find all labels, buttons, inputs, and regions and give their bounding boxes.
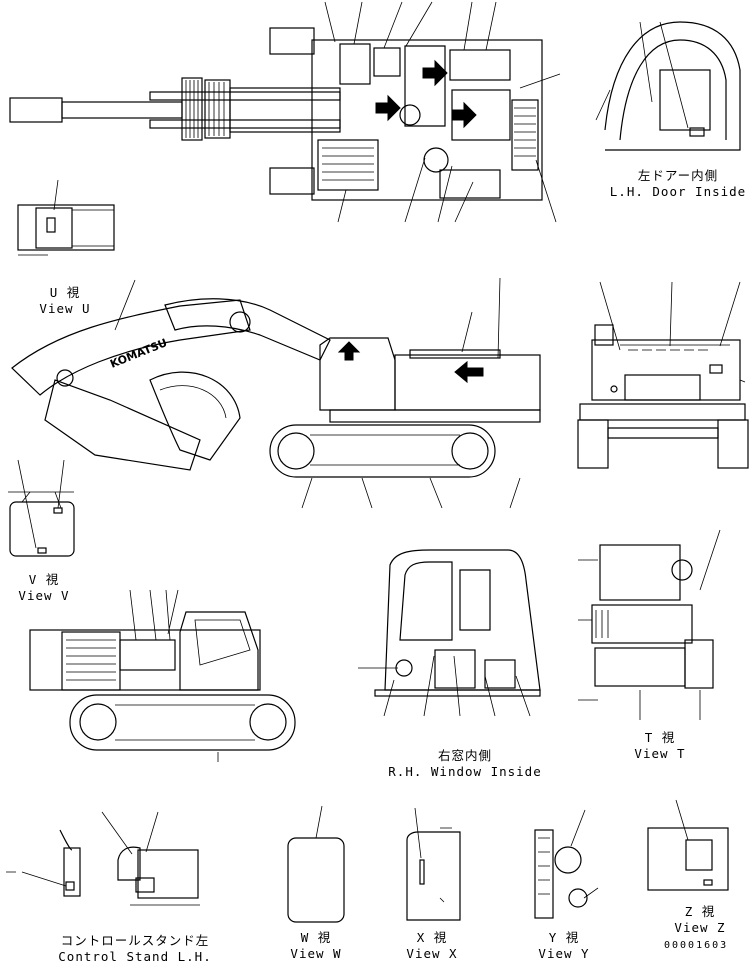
caption-view-u-jp: U 視 xyxy=(49,285,81,300)
view-w-detail xyxy=(287,805,345,923)
caption-control-stand-en: Control Stand L.H. xyxy=(58,949,212,964)
caption-rh-window-jp: 右窓内側 xyxy=(437,748,492,763)
side-view-machine: KOMATSU xyxy=(11,277,741,509)
caption-view-z: Z 視 View Z xyxy=(660,904,740,936)
caption-lh-door-en: L.H. Door Inside xyxy=(609,184,747,199)
rh-window-inside xyxy=(358,549,541,717)
caption-view-u: U 視 View U xyxy=(20,285,110,317)
top-view-machine xyxy=(9,1,561,223)
caption-lh-door-jp: 左ドアー内側 xyxy=(637,168,719,183)
caption-view-z-en: View Z xyxy=(674,920,726,935)
left-side-view-machine xyxy=(29,589,296,762)
caption-control-stand-jp: コントロールスタンド左 xyxy=(60,933,210,948)
caption-view-z-jp: Z 視 xyxy=(684,904,716,919)
caption-view-t: T 視 View T xyxy=(615,730,705,762)
caption-view-w-en: View W xyxy=(290,946,342,961)
caption-lh-door: 左ドアー内側 L.H. Door Inside xyxy=(604,168,752,200)
caption-view-w-jp: W 視 xyxy=(300,930,332,945)
view-v-detail xyxy=(8,459,75,557)
caption-view-t-en: View T xyxy=(634,746,686,761)
caption-view-y-jp: Y 視 xyxy=(548,930,580,945)
rear-view-machine xyxy=(577,324,749,469)
view-t-detail xyxy=(578,529,721,720)
caption-rh-window-en: R.H. Window Inside xyxy=(388,764,542,779)
document-number: 00001603 xyxy=(664,940,729,951)
caption-view-x: X 視 View X xyxy=(392,930,472,962)
caption-view-u-en: View U xyxy=(39,301,91,316)
caption-view-v-jp: V 視 xyxy=(28,572,60,587)
caption-view-x-jp: X 視 xyxy=(416,930,448,945)
view-y-detail xyxy=(534,809,599,919)
caption-control-stand: コントロールスタンド左 Control Stand L.H. xyxy=(50,933,220,965)
view-x-detail xyxy=(406,807,461,921)
brand-mark: KOMATSU xyxy=(108,336,169,371)
caption-view-w: W 視 View W xyxy=(276,930,356,962)
caption-view-v: V 視 View V xyxy=(4,572,84,604)
caption-view-y-en: View Y xyxy=(538,946,590,961)
control-stand-detail xyxy=(6,811,200,906)
view-u-detail xyxy=(17,179,115,256)
caption-view-t-jp: T 視 xyxy=(644,730,676,745)
view-z-detail xyxy=(647,799,729,891)
caption-view-y: Y 視 View Y xyxy=(524,930,604,962)
caption-view-v-en: View V xyxy=(18,588,70,603)
lh-door-inside xyxy=(595,21,741,151)
caption-view-x-en: View X xyxy=(406,946,458,961)
caption-rh-window: 右窓内側 R.H. Window Inside xyxy=(380,748,550,780)
